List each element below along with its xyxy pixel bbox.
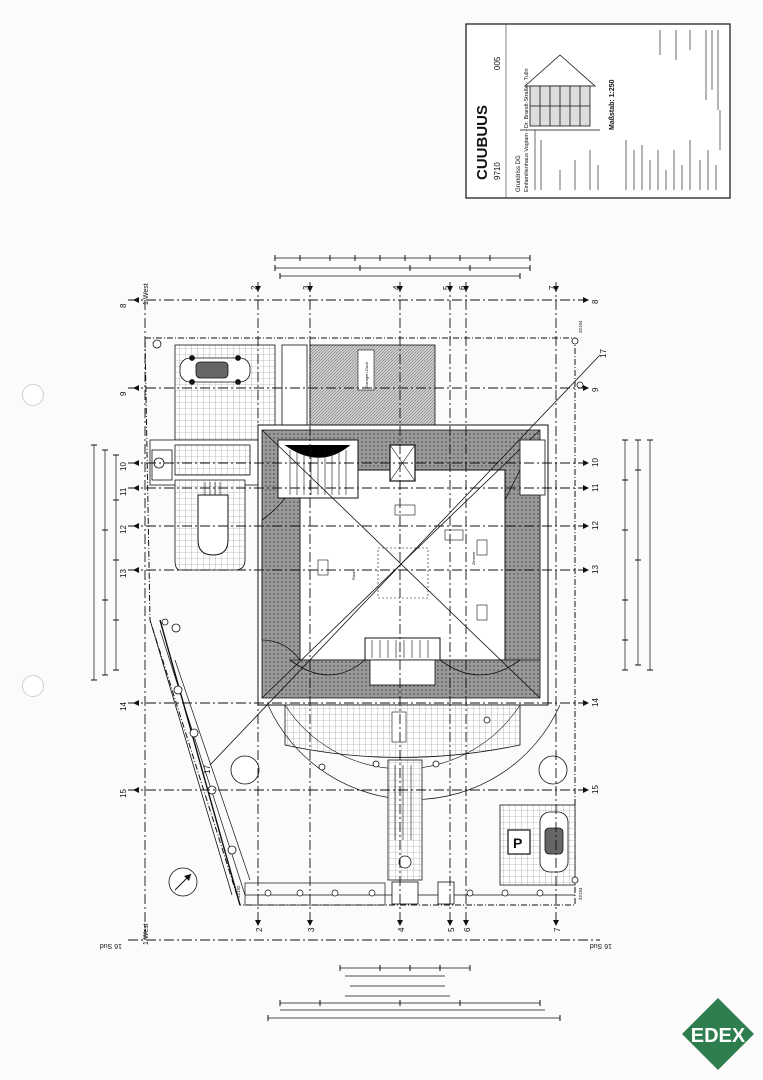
axis-label-5: 5 — [442, 285, 451, 290]
axis-labels-vertical-top: 2 3 4 5 6 7 — [250, 285, 557, 290]
entrance-path — [387, 759, 455, 905]
corner-marker-bottom-right: 32194 — [578, 887, 583, 900]
axis-labels-horizontal-left: 8 9 10 11 12 13 14 15 — [119, 303, 128, 798]
parking-area: P — [499, 804, 576, 886]
pool-area — [174, 479, 246, 571]
right-terrace — [519, 439, 546, 496]
axis-label-8-left: 8 — [119, 303, 128, 308]
axis-labels-diagonal: 17 17 — [203, 349, 608, 774]
axis-label-17-bottom: 17 — [203, 765, 212, 774]
axis-label-2: 2 — [250, 285, 259, 290]
house-sketch-icon — [520, 54, 600, 131]
axis-label-8: 8 — [591, 299, 600, 304]
dimension-chains-right — [622, 439, 653, 671]
edex-logo-text: EDEX — [691, 1025, 746, 1047]
car-icon — [539, 811, 569, 873]
axis-label-6: 6 — [458, 285, 467, 290]
dimension-chains-top — [274, 255, 531, 279]
dimension-chains-left — [91, 444, 119, 681]
axis-label-17-top: 17 — [599, 349, 608, 358]
compass-west-bottom: 1 West — [143, 923, 150, 945]
title-block-scale: Maßstab: 1:250 — [609, 79, 616, 130]
room-label-a: Raum — [351, 569, 356, 580]
title-block-sheet-no: 005 — [493, 56, 502, 70]
axis-label-7: 7 — [548, 285, 557, 290]
bottom-fence — [244, 882, 544, 906]
axis-label-15-left: 15 — [119, 789, 128, 798]
parking-sign: P — [513, 835, 522, 851]
title-block-project-code: 9710 — [493, 162, 502, 180]
axis-label-7-bottom: 7 — [553, 927, 562, 932]
axis-label-6-bottom: 6 — [463, 927, 472, 932]
terrace-area — [267, 704, 561, 800]
edex-logo: EDEX — [682, 998, 754, 1070]
axis-labels-vertical-bottom: 2 3 4 5 6 7 — [255, 927, 562, 932]
north-arrow-icon — [168, 867, 198, 897]
car-icon — [179, 355, 251, 385]
compass-south-right: 16 Sud — [590, 942, 612, 949]
axis-label-2-bottom: 2 — [255, 927, 264, 932]
axis-label-12-left: 12 — [119, 525, 128, 534]
tree-icons — [161, 381, 584, 855]
compass-south-left: 16 Sud — [100, 942, 122, 949]
punch-hole-bottom — [22, 675, 44, 697]
garage-roof-label: Garagen-Dach — [364, 362, 369, 388]
compass-west-top: 1 West — [143, 283, 150, 305]
axis-label-12: 12 — [591, 521, 600, 530]
axis-label-15: 15 — [591, 785, 600, 794]
axis-label-4-bottom: 4 — [397, 927, 406, 932]
house-roof: Raum Zimmer — [257, 424, 549, 706]
axis-label-10-left: 10 — [119, 462, 128, 471]
grid-axes — [128, 282, 601, 941]
axis-label-14: 14 — [591, 698, 600, 707]
axis-label-14-left: 14 — [119, 702, 128, 711]
title-block-company: CUUBUUS — [474, 105, 491, 180]
dimension-chains-bottom — [267, 965, 561, 1021]
punch-hole-top — [22, 384, 44, 406]
axis-markers — [133, 286, 589, 926]
axis-label-5-bottom: 5 — [447, 927, 456, 932]
room-label-b: Zimmer — [471, 551, 476, 565]
axis-label-11: 11 — [591, 483, 600, 492]
axis-label-9: 9 — [591, 387, 600, 392]
axis-label-4: 4 — [392, 285, 401, 290]
property-boundary — [144, 337, 576, 906]
axis-label-10: 10 — [591, 458, 600, 467]
compass-labels: 1 West 1 West 16 Sud 16 Sud — [100, 283, 612, 949]
axis-label-11-left: 11 — [119, 487, 128, 496]
axis-label-13: 13 — [591, 565, 600, 574]
title-block: CUUBUUS 9710 005 Grundriss DG Einfamilie… — [465, 23, 731, 199]
title-block-title: Grundriss DG — [516, 155, 522, 192]
axis-labels-horizontal-right: 8 9 10 11 12 13 14 15 — [591, 299, 600, 794]
axis-label-3: 3 — [302, 285, 311, 290]
axis-label-3-bottom: 3 — [307, 927, 316, 932]
corner-markers: 32194 32192 32194 — [236, 320, 583, 900]
axis-label-9-left: 9 — [119, 391, 128, 396]
corner-marker-bottom-left: 32192 — [236, 885, 241, 898]
garage-roof: Garagen-Dach — [281, 344, 436, 426]
axis-label-13-left: 13 — [119, 569, 128, 578]
corner-marker-top-right: 32194 — [578, 320, 583, 333]
